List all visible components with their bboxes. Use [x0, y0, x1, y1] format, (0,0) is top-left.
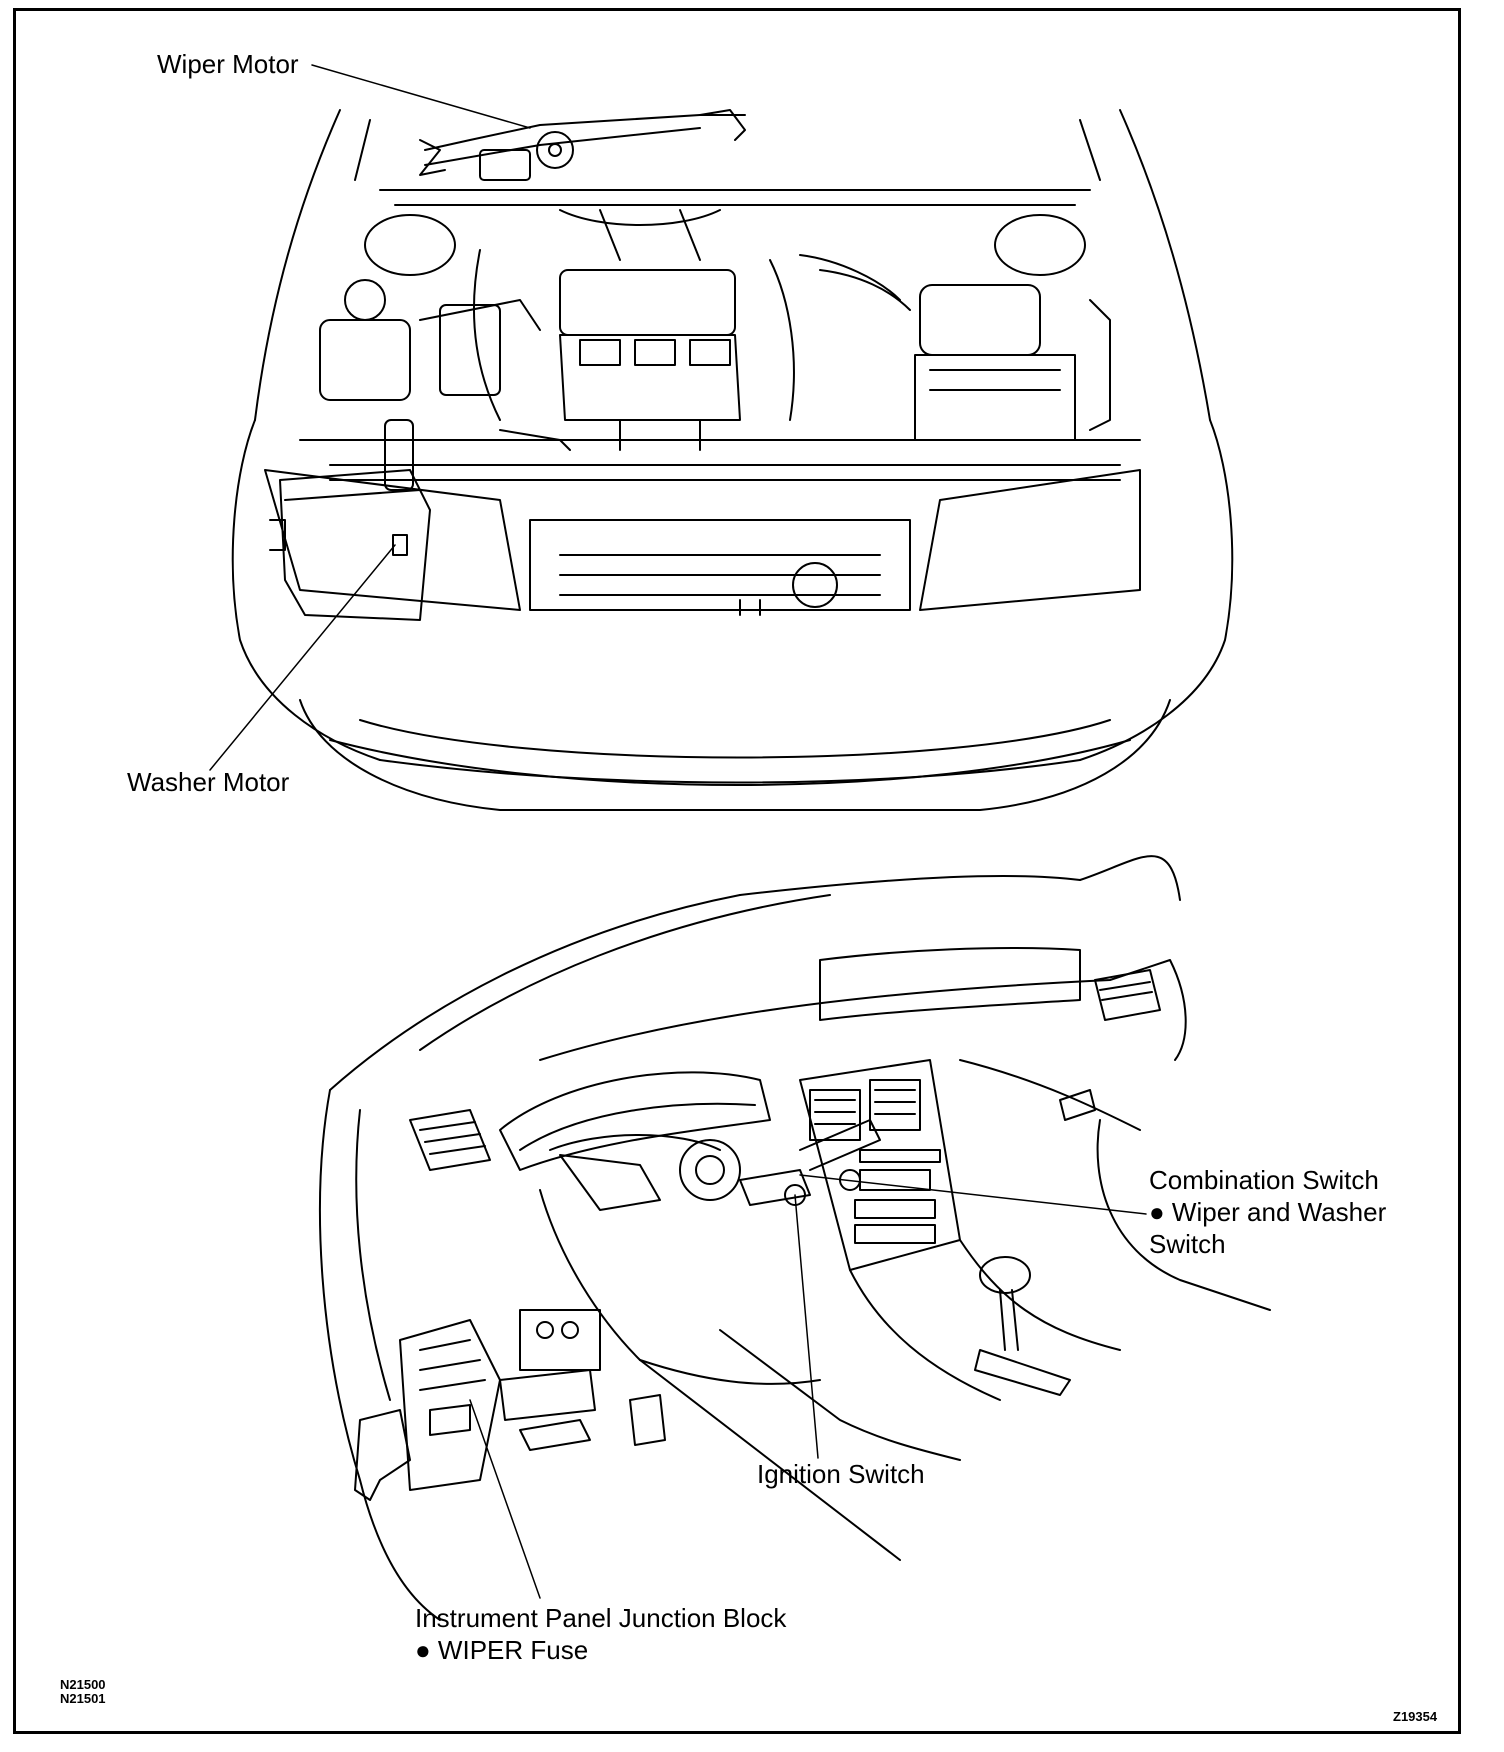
- reference-code-right: Z19354: [1393, 1709, 1438, 1724]
- ignition-switch-label: Ignition Switch: [757, 1459, 925, 1489]
- junction-block-item: ● WIPER Fuse: [415, 1635, 589, 1665]
- reference-code-n21501: N21501: [60, 1691, 106, 1706]
- combination-switch-label: Combination Switch ● Wiper and Washer Sw…: [1149, 1164, 1386, 1260]
- junction-block-label: Instrument Panel Junction Block ● WIPER …: [415, 1602, 786, 1666]
- dashboard-illustration: [319, 855, 1271, 1621]
- junction-block-title: Instrument Panel Junction Block: [415, 1603, 787, 1633]
- washer-motor-label: Washer Motor: [127, 767, 290, 797]
- engine-bay-illustration: [231, 109, 1234, 811]
- reference-code-left: N21500 N21501: [60, 1678, 106, 1706]
- combination-switch-item: ● Wiper and Washer: [1149, 1197, 1387, 1227]
- wiper-motor-label: Wiper Motor: [157, 49, 299, 79]
- reference-code-n21500: N21500: [60, 1677, 106, 1692]
- combination-switch-title: Combination Switch: [1149, 1165, 1379, 1195]
- combination-switch-item-cont: Switch: [1149, 1229, 1226, 1259]
- diagram-frame: [13, 8, 1461, 1734]
- leader-lines: [209, 64, 1147, 1599]
